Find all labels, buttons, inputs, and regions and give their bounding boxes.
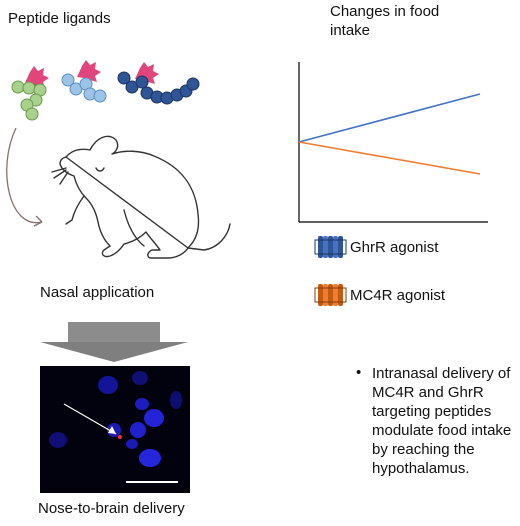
nose-to-brain-label: Nose-to-brain delivery xyxy=(38,500,185,517)
peptide-ligands-label: Peptide ligands xyxy=(8,10,111,27)
legend-ghrr-label: GhrR agonist xyxy=(350,239,439,256)
mouse-icon xyxy=(51,135,231,259)
chart-title: Changes in food intake xyxy=(330,3,440,39)
series-line-mc4r-agonist xyxy=(298,141,481,175)
mc4r-receptor-icon xyxy=(314,284,347,306)
nasal-application-label: Nasal application xyxy=(40,284,155,301)
bullet-marker: • xyxy=(356,364,362,381)
food-intake-chart xyxy=(298,62,488,223)
lightblue-peptide-icon xyxy=(61,60,107,103)
legend-mc4r-label: MC4R agonist xyxy=(350,287,446,304)
green-peptide-icon xyxy=(11,66,49,121)
nasal-arrow-icon xyxy=(6,127,43,227)
darkblue-peptide-icon xyxy=(117,62,200,105)
series-line-ghrr-agonist xyxy=(298,93,481,143)
down-arrow-icon xyxy=(40,322,188,362)
summary-text: Intranasal delivery of MC4R and GhrR tar… xyxy=(372,365,512,477)
micrograph-image xyxy=(40,366,190,493)
ghrr-receptor-icon xyxy=(314,236,347,258)
